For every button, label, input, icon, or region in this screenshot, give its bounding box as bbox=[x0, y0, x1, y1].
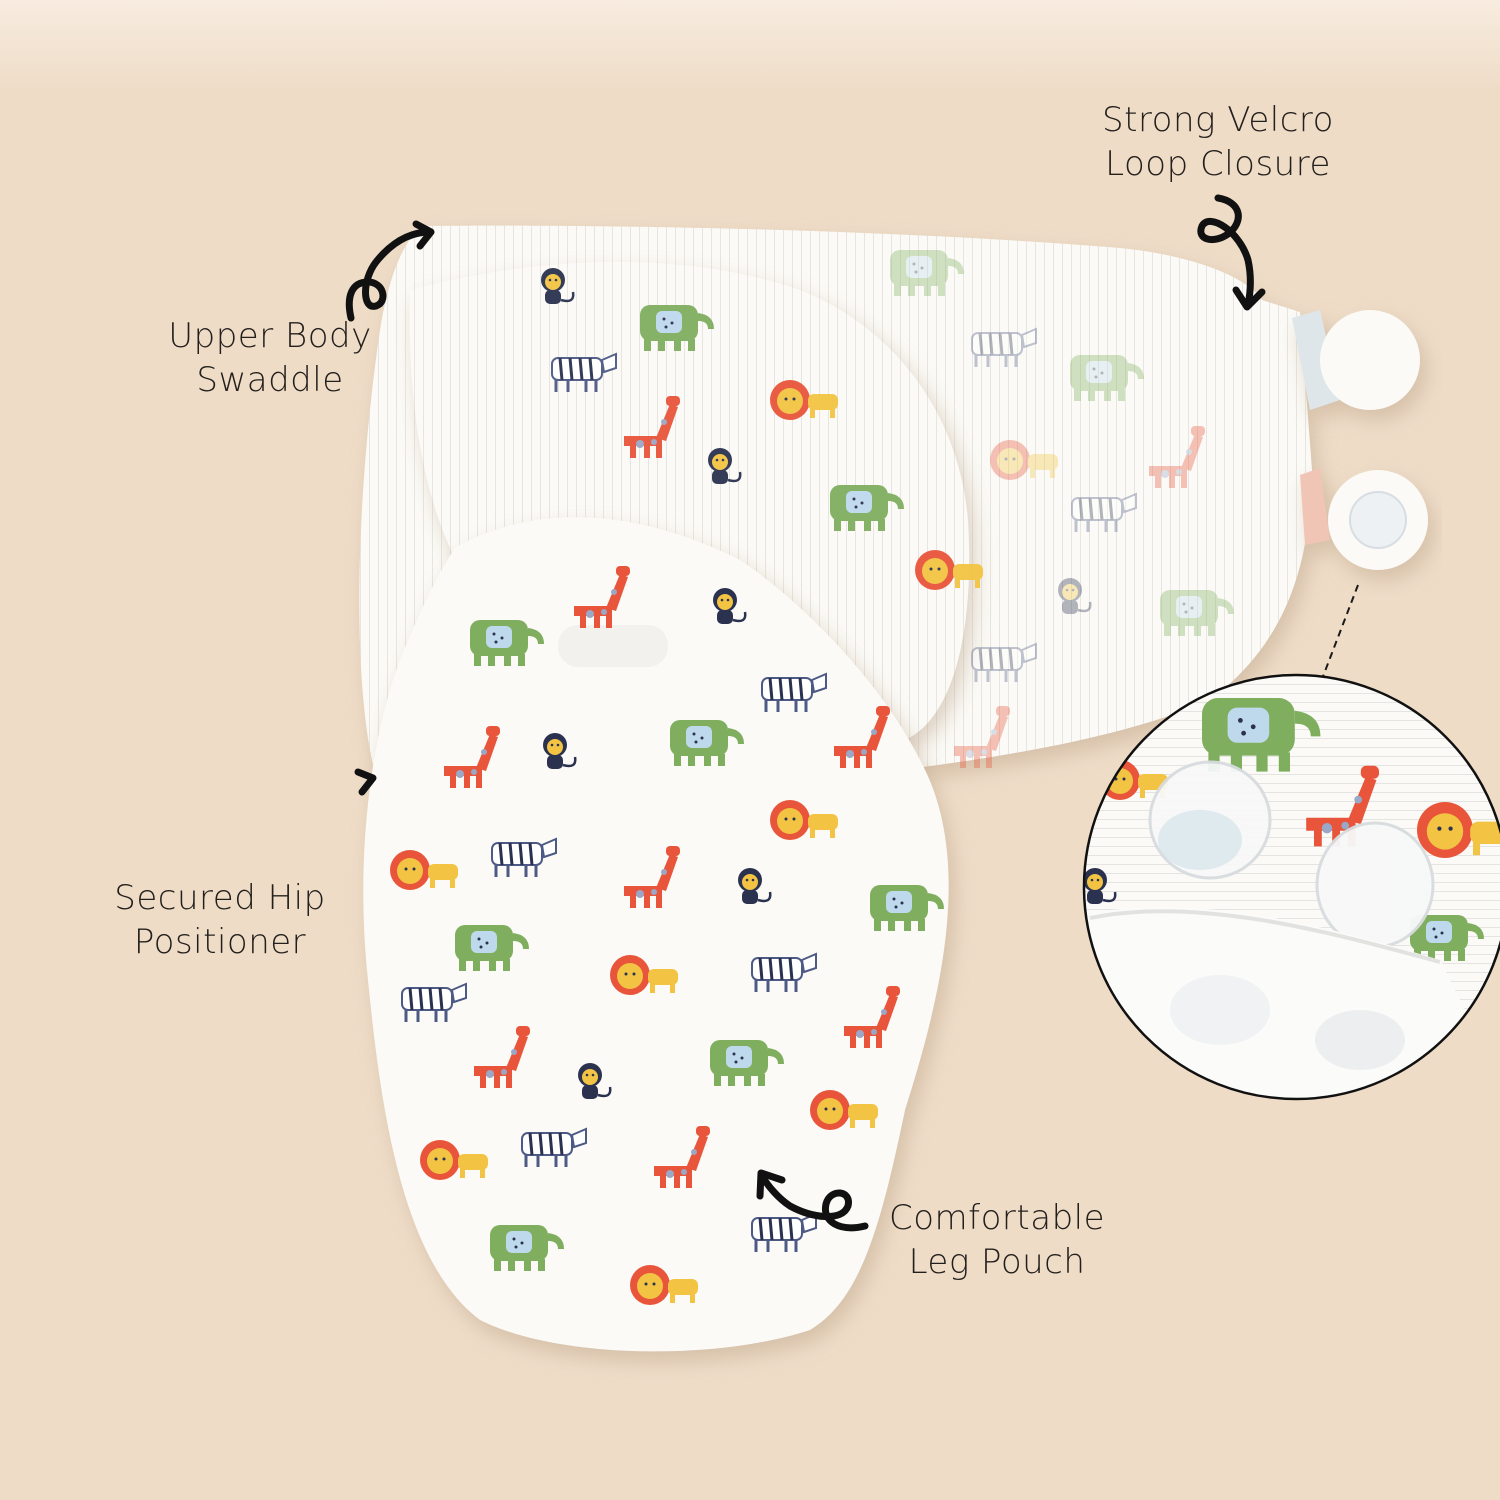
velcro-tabs bbox=[1292, 310, 1428, 570]
callout-velcro-line1: Strong Velcro bbox=[1102, 100, 1334, 140]
upper-body-arrow-icon bbox=[345, 228, 434, 322]
leg-pouch-panel bbox=[363, 517, 949, 1352]
callout-leg-pouch: Comfortable Leg Pouch bbox=[872, 1196, 1122, 1284]
zoom-inset bbox=[1082, 673, 1500, 1101]
callout-hip-positioner: Secured Hip Positioner bbox=[100, 876, 340, 964]
callout-hip-line1: Secured Hip bbox=[114, 878, 326, 918]
callout-upper-line1: Upper Body bbox=[168, 316, 372, 356]
callout-hip-line2: Positioner bbox=[133, 922, 307, 962]
callout-leg-line1: Comfortable bbox=[888, 1198, 1106, 1238]
callout-leg-line2: Leg Pouch bbox=[908, 1242, 1086, 1282]
callout-upper-body-swaddle: Upper Body Swaddle bbox=[150, 314, 390, 402]
callout-velcro-closure: Strong Velcro Loop Closure bbox=[1088, 98, 1348, 186]
velcro-arrow-icon bbox=[1197, 194, 1254, 309]
callout-velcro-line2: Loop Closure bbox=[1105, 144, 1331, 184]
callout-upper-line2: Swaddle bbox=[196, 360, 344, 400]
leg-pouch-arrow-icon bbox=[758, 1172, 869, 1232]
